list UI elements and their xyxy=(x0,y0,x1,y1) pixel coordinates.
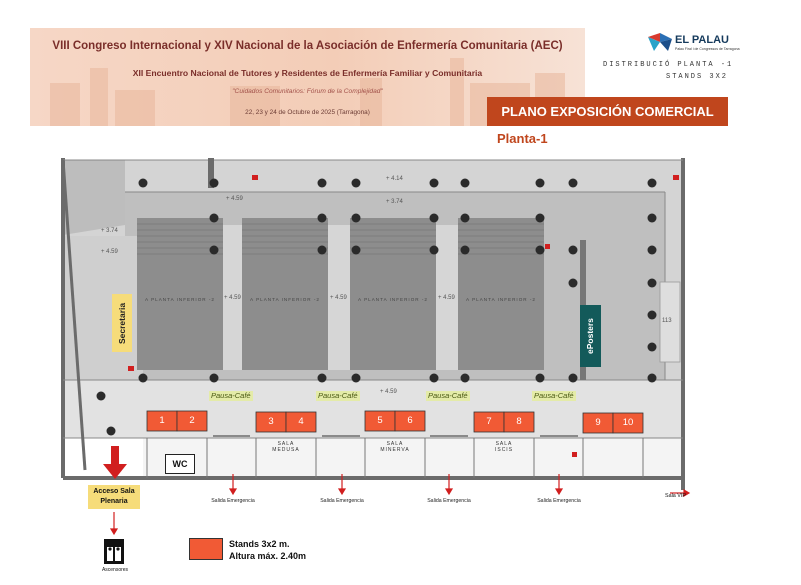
logo-name: EL PALAU xyxy=(675,34,729,46)
level-marker: + 3.74 xyxy=(386,199,403,205)
stand-5: 5 xyxy=(377,415,383,426)
emergency-exit-arrows xyxy=(109,474,691,536)
room-113: 113 xyxy=(662,318,672,324)
pausa-cafe-zone: Pausa-Café xyxy=(426,391,470,401)
stand-4: 4 xyxy=(298,416,304,427)
stand-6: 6 xyxy=(407,415,413,426)
stand-3: 3 xyxy=(268,416,274,427)
emergency-exit-label: Salida Emergencia xyxy=(211,498,255,504)
legend-line1: Stands 3x2 m. xyxy=(229,539,290,549)
stand-9: 9 xyxy=(595,417,601,428)
level-marker: + 4.59 xyxy=(380,389,397,395)
exit-sign-icons xyxy=(128,175,679,457)
stand-1: 1 xyxy=(159,415,165,426)
pausa-cafe-zone: Pausa-Café xyxy=(532,391,576,401)
eposters-label: ePosters xyxy=(580,305,601,367)
legend-stand-swatch xyxy=(189,538,223,560)
stair-label: A PLANTA INFERIOR -2 xyxy=(466,297,536,302)
pausa-cafe-zone: Pausa-Café xyxy=(316,391,360,401)
level-marker: + 4.59 xyxy=(226,196,243,202)
floor-label: Planta-1 xyxy=(497,131,548,146)
level-marker: + 4.59 xyxy=(330,295,347,301)
level-marker: + 4.59 xyxy=(101,249,118,255)
legend-line2: Altura máx. 2.40m xyxy=(229,551,307,561)
secretaria-label: Secretaria xyxy=(112,294,132,352)
stair-label: A PLANTA INFERIOR -2 xyxy=(145,297,215,302)
level-marker: + 4.59 xyxy=(224,295,241,301)
emergency-exit-label: Salida Emergencia xyxy=(320,498,364,504)
distribution-line2: STANDS 3X2 xyxy=(666,73,729,81)
emergency-exit-label: Salida Emergencia xyxy=(427,498,471,504)
stair-voids xyxy=(137,218,544,370)
el-palau-logo-icon xyxy=(648,33,672,51)
stand-7: 7 xyxy=(486,416,492,427)
congress-title: VIII Congreso Internacional y XIV Nacion… xyxy=(52,40,563,52)
logo-tagline: Palau Firal i de Congressos de Tarragona xyxy=(675,47,740,51)
level-marker: + 3.74 xyxy=(101,228,118,234)
distribution-line1: DISTRIBUCIÓ PLANTA -1 xyxy=(603,61,734,69)
congress-dates: 22, 23 y 24 de Octubre de 2025 (Tarragon… xyxy=(245,109,370,116)
ascensores-label: Ascensores xyxy=(101,567,129,573)
stands xyxy=(146,410,644,434)
congress-motto: "Cuidados Comunitarios: Fórum de la Comp… xyxy=(232,88,383,95)
stair-label: A PLANTA INFERIOR -2 xyxy=(250,297,320,302)
access-arrow-icon xyxy=(103,446,127,479)
stand-8: 8 xyxy=(516,416,522,427)
stand-10: 10 xyxy=(622,417,634,428)
stair-label: A PLANTA INFERIOR -2 xyxy=(358,297,428,302)
wc-label: WC xyxy=(165,454,195,474)
pausa-cafe-zone: Pausa-Café xyxy=(209,391,253,401)
sala-vip-label: Sala VIP xyxy=(665,493,686,499)
plan-title: PLANO EXPOSICIÓN COMERCIAL xyxy=(487,97,728,126)
acceso-sala-plenaria: Acceso Sala Plenaria xyxy=(88,485,140,509)
stand-2: 2 xyxy=(189,415,195,426)
emergency-exit-label: Salida Emergencia xyxy=(537,498,581,504)
congress-subtitle: XII Encuentro Nacional de Tutores y Resi… xyxy=(132,68,483,78)
legend: Stands 3x2 m. Altura máx. 2.40m xyxy=(229,538,306,562)
columns xyxy=(96,178,657,436)
level-marker: + 4.59 xyxy=(438,295,455,301)
level-marker: + 4.14 xyxy=(386,176,403,182)
elevator-icon xyxy=(104,539,124,564)
